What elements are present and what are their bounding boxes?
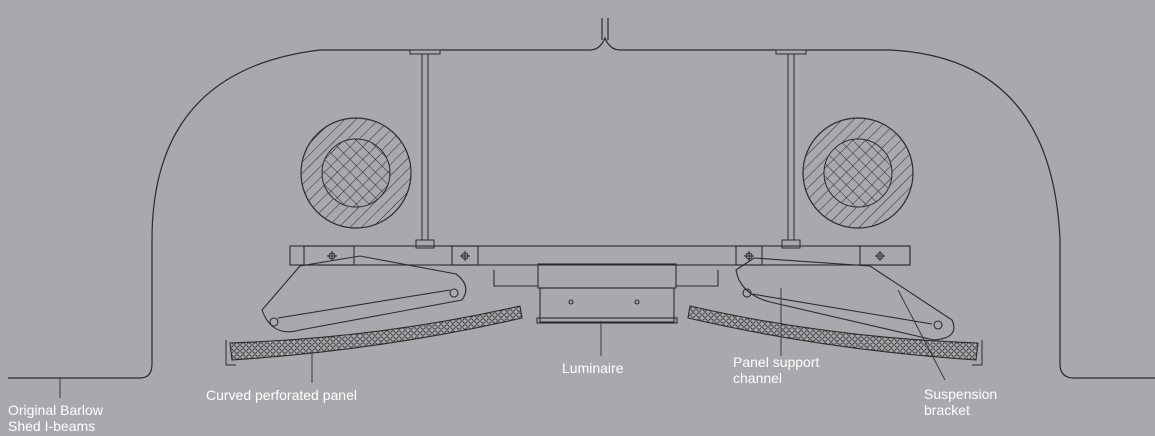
label-curved-perforated-panel: Curved perforated panel (206, 387, 357, 403)
right-bracket (735, 257, 955, 341)
curved-panel-right (687, 305, 983, 366)
duct-right (802, 117, 914, 229)
support-beam (289, 245, 911, 266)
duct-left (300, 117, 412, 229)
label-barlow-ibeams: Original Barlow Shed I-beams (8, 402, 103, 434)
label-suspension-bracket: Suspension bracket (924, 386, 998, 418)
tension-rods (409, 49, 807, 249)
label-panel-support-channel: Panel support channel (733, 354, 820, 386)
left-bracket (261, 255, 467, 333)
leader-lines (59, 288, 946, 398)
curved-panel-left (225, 305, 523, 366)
bolt-markers (327, 251, 885, 261)
label-luminaire: Luminaire (562, 360, 624, 376)
ibeam-outline (8, 18, 1155, 379)
luminaire-fixture (493, 263, 719, 324)
